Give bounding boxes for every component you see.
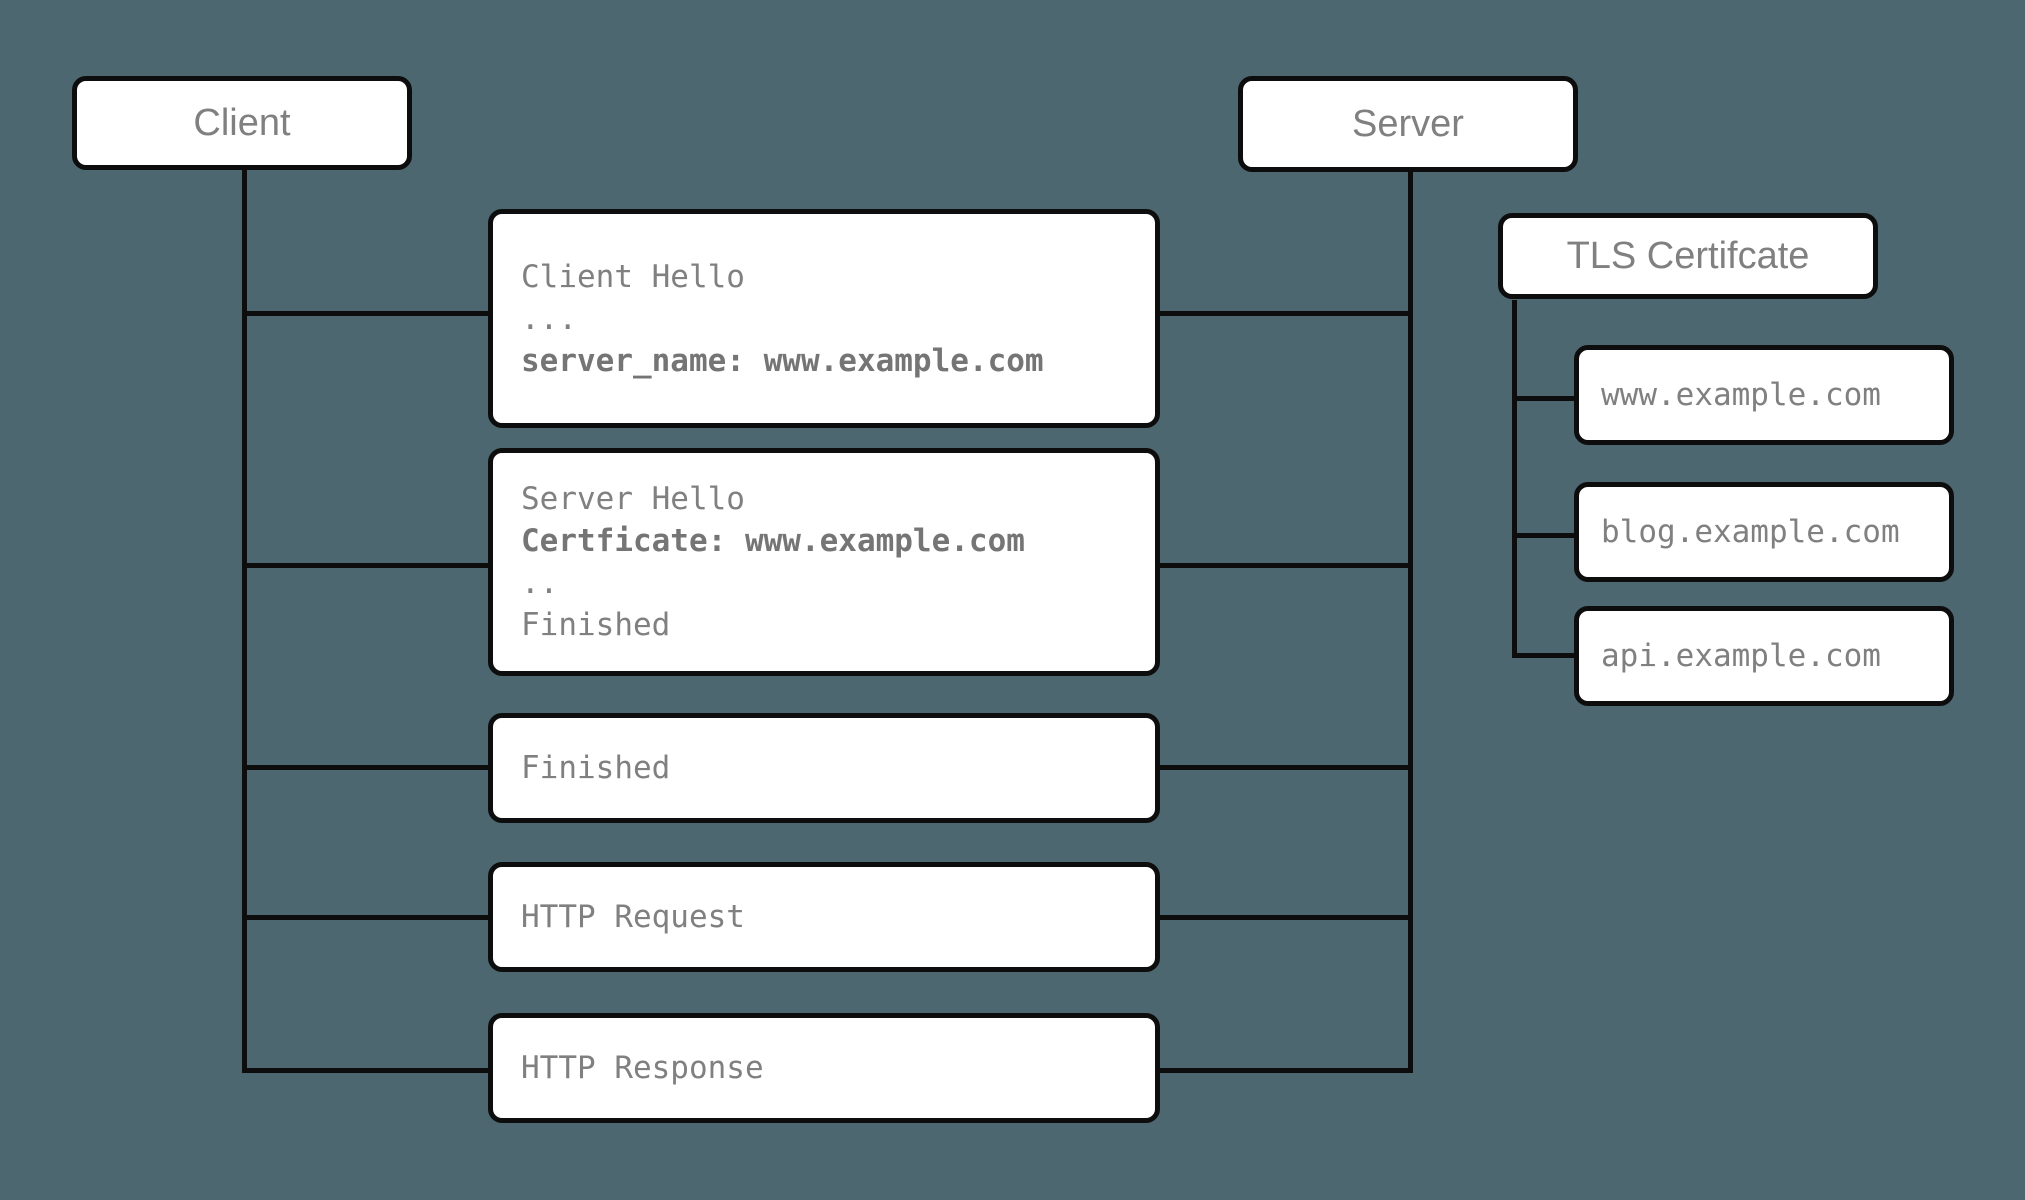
certificate-domain-www[interactable]: www.example.com — [1574, 345, 1954, 445]
message-box-server-hello[interactable]: Server Hello Certficate: www.example.com… — [488, 448, 1160, 676]
connector-http-request-right — [1160, 915, 1413, 920]
connector-http-response-left — [242, 1068, 488, 1073]
message-line: Finished — [521, 607, 671, 643]
certificate-domain-api[interactable]: api.example.com — [1574, 606, 1954, 706]
actor-client[interactable]: Client — [72, 76, 412, 170]
message-line: HTTP Request — [521, 899, 745, 935]
connector-http-request-left — [242, 915, 488, 920]
message-line: Certficate: www.example.com — [521, 523, 1025, 559]
certificate-domain-label: api.example.com — [1601, 638, 1881, 674]
certificate-domain-label: www.example.com — [1601, 377, 1881, 413]
server-lifeline — [1408, 172, 1413, 1072]
message-line: Server Hello — [521, 481, 745, 517]
connector-server-hello-right — [1160, 563, 1413, 568]
connector-server-hello-left — [242, 563, 488, 568]
message-line: HTTP Response — [521, 1050, 764, 1086]
connector-client-hello-left — [242, 311, 488, 316]
certificate-domain-label: blog.example.com — [1601, 514, 1900, 550]
tls-certificate-label: TLS Certifcate — [1566, 234, 1810, 277]
message-line: Client Hello — [521, 258, 745, 295]
client-lifeline — [242, 170, 247, 1072]
message-box-client-hello[interactable]: Client Hello ... server_name: www.exampl… — [488, 209, 1160, 428]
connector-finished-right — [1160, 765, 1413, 770]
tls-certificate-box[interactable]: TLS Certifcate — [1498, 213, 1878, 299]
message-box-http-request[interactable]: HTTP Request — [488, 862, 1160, 972]
connector-http-response-right — [1160, 1068, 1413, 1073]
certificate-tree-trunk — [1512, 300, 1517, 655]
actor-server-label: Server — [1352, 102, 1464, 145]
certificate-domain-blog[interactable]: blog.example.com — [1574, 482, 1954, 582]
message-line: server_name: www.example.com — [521, 342, 1044, 379]
certificate-branch-www — [1512, 396, 1576, 401]
actor-client-label: Client — [193, 101, 291, 144]
message-line: ... — [521, 300, 577, 337]
connector-client-hello-right — [1160, 311, 1413, 316]
connector-finished-left — [242, 765, 488, 770]
message-line: Finished — [521, 750, 671, 786]
certificate-branch-api — [1512, 653, 1576, 658]
message-box-http-response[interactable]: HTTP Response — [488, 1013, 1160, 1123]
message-box-finished[interactable]: Finished — [488, 713, 1160, 823]
actor-server[interactable]: Server — [1238, 76, 1578, 172]
message-line: .. — [521, 565, 559, 601]
certificate-branch-blog — [1512, 533, 1576, 538]
